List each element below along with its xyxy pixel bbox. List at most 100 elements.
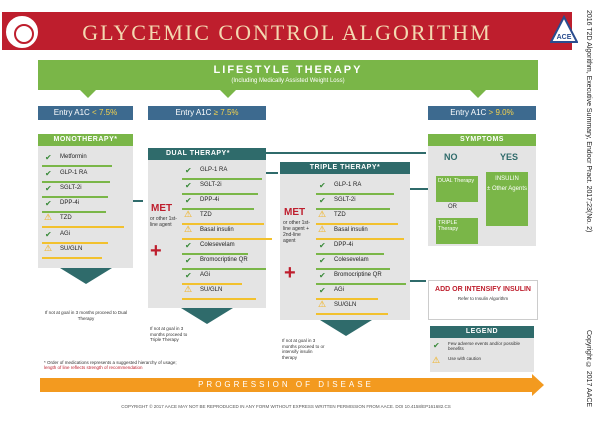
entry-a1c-high: Entry A1C > 9.0% <box>428 106 536 120</box>
drug-row: ✔Bromocriptine QR <box>182 255 266 270</box>
no-triple-box: TRIPLE Therapy <box>436 218 478 244</box>
caution-icon: ⚠ <box>184 284 193 294</box>
check-icon: ✔ <box>45 184 52 193</box>
dual-note: If not at goal in 3 months proceed to Tr… <box>150 326 188 342</box>
drug-row: ✔DPP-4i <box>182 195 254 210</box>
check-icon: ✔ <box>45 199 52 208</box>
caution-icon: ⚠ <box>318 299 327 309</box>
triple-note: If not at goal in 3 months proceed to or… <box>282 338 325 360</box>
check-icon: ✔ <box>45 169 52 178</box>
legend-item: ⚠Use with caution <box>432 355 482 365</box>
drug-row: ✔DPP-4i <box>316 240 384 255</box>
add-intensify-insulin-box: ADD OR INTENSIFY INSULIN Refer to Insuli… <box>428 280 538 320</box>
drug-row: ✔AGi <box>316 285 378 300</box>
caution-icon: ⚠ <box>44 212 53 222</box>
check-icon: ✔ <box>433 341 440 350</box>
check-icon: ✔ <box>185 241 192 250</box>
met-label: MET <box>151 203 173 214</box>
arrow-down-icon <box>220 90 236 98</box>
legend-item: ✔Few adverse events and/or possible bene… <box>433 341 521 351</box>
met-label: MET <box>284 207 306 218</box>
check-icon: ✔ <box>319 271 326 280</box>
drug-row: ✔GLP-1 RA <box>42 168 110 183</box>
drug-row: ⚠TZD <box>316 209 398 225</box>
drug-row: ⚠SU/GLN <box>316 299 388 315</box>
progression-bar: PROGRESSION OF DISEASE <box>40 378 532 392</box>
svg-text:ACE: ACE <box>557 34 572 41</box>
ace-triangle-logo: ACE <box>550 15 578 43</box>
caution-icon: ⚠ <box>318 224 327 234</box>
lifestyle-title: LIFESTYLE THERAPY <box>213 64 363 76</box>
lifestyle-therapy-banner: LIFESTYLE THERAPY (Including Medically A… <box>38 60 538 90</box>
or-label: OR <box>448 204 457 210</box>
check-icon: ✔ <box>319 256 326 265</box>
caution-icon: ⚠ <box>184 209 193 219</box>
dual-therapy-title: DUAL THERAPY* <box>148 148 266 160</box>
met-sublabel: or other 1st-line agent <box>150 216 177 228</box>
arrow-down-icon <box>470 90 486 98</box>
arrow-down-icon <box>80 90 96 98</box>
plus-icon: + <box>284 262 296 284</box>
triple-therapy-panel: TRIPLE THERAPY* <box>280 162 410 320</box>
check-icon: ✔ <box>45 230 52 239</box>
drug-row: ✔Bromocriptine QR <box>316 270 406 285</box>
lifestyle-subtitle: (Including Medically Assisted Weight Los… <box>231 78 345 84</box>
entry-a1c-low: Entry A1C < 7.5% <box>38 106 133 120</box>
legend-box: LEGEND ✔Few adverse events and/or possib… <box>430 326 534 372</box>
check-icon: ✔ <box>185 166 192 175</box>
check-icon: ✔ <box>185 256 192 265</box>
drug-row: ⚠Basal insulin <box>316 224 404 240</box>
met-sublabel: or other 1st-line agent + 2nd-line agent <box>283 220 310 244</box>
mono-note: If not at goal in 3 months proceed to Du… <box>44 310 128 321</box>
legend-title: LEGEND <box>430 326 534 338</box>
funnel-arrow-icon <box>181 308 233 324</box>
check-icon: ✔ <box>45 153 52 162</box>
copyright-footer: COPYRIGHT © 2017 AACE MAY NOT BE REPRODU… <box>121 404 451 409</box>
dual-therapy-panel: DUAL THERAPY* <box>148 148 266 308</box>
footnote: * Order of medications represents a sugg… <box>44 360 177 370</box>
drug-row: ✔SGLT-2i <box>42 183 108 198</box>
copyright-sidebar: Copyright © 2017 AACE <box>585 330 592 408</box>
check-icon: ✔ <box>185 271 192 280</box>
drug-row: ⚠Basal insulin <box>182 224 272 240</box>
check-icon: ✔ <box>319 196 326 205</box>
check-icon: ✔ <box>185 181 192 190</box>
drug-row: ✔Colesevelam <box>316 255 390 270</box>
monotherapy-title: MONOTHERAPY* <box>38 134 133 146</box>
aace-seal-logo <box>6 16 38 48</box>
progression-arrow-icon <box>532 374 544 396</box>
symptoms-title: SYMPTOMS <box>428 134 536 146</box>
drug-row: ✔Metformin <box>42 152 112 167</box>
funnel-arrow-icon <box>320 320 372 336</box>
caution-icon: ⚠ <box>44 243 53 253</box>
drug-row: ✔Colesevelam <box>182 240 248 255</box>
page-title: Glycemic Control Algorithm <box>82 20 492 45</box>
check-icon: ✔ <box>319 286 326 295</box>
drug-row: ✔DPP-4i <box>42 198 106 213</box>
drug-row: ⚠TZD <box>42 212 124 228</box>
drug-row: ✔SGLT-2i <box>316 195 390 210</box>
caution-icon: ⚠ <box>432 355 441 365</box>
drug-row: ✔GLP-1 RA <box>182 165 262 180</box>
citation-sidebar: 2016 T2D Algorithm, Executive Summary, E… <box>585 10 592 233</box>
drug-row: ✔GLP-1 RA <box>316 180 394 195</box>
check-icon: ✔ <box>185 196 192 205</box>
header-banner: Glycemic Control Algorithm ACE <box>2 12 578 50</box>
caution-icon: ⚠ <box>318 209 327 219</box>
drug-row: ✔AGi <box>42 229 108 244</box>
plus-icon: + <box>150 240 162 262</box>
drug-row: ✔SGLT-2i <box>182 180 258 195</box>
yes-insulin-box: INSULIN ± Other Agents <box>486 172 528 226</box>
intensify-title: ADD OR INTENSIFY INSULIN <box>435 286 531 293</box>
funnel-arrow-icon <box>60 268 112 284</box>
check-icon: ✔ <box>319 181 326 190</box>
entry-a1c-mid: Entry A1C ≥ 7.5% <box>148 106 266 120</box>
drug-row: ⚠SU/GLN <box>182 284 256 300</box>
check-icon: ✔ <box>319 241 326 250</box>
drug-row: ⚠TZD <box>182 209 264 225</box>
monotherapy-panel: MONOTHERAPY* <box>38 134 133 268</box>
caution-icon: ⚠ <box>184 224 193 234</box>
triple-therapy-title: TRIPLE THERAPY* <box>280 162 410 174</box>
symptoms-yes-label: YES <box>500 152 519 162</box>
drug-row: ✔AGi <box>182 270 242 285</box>
